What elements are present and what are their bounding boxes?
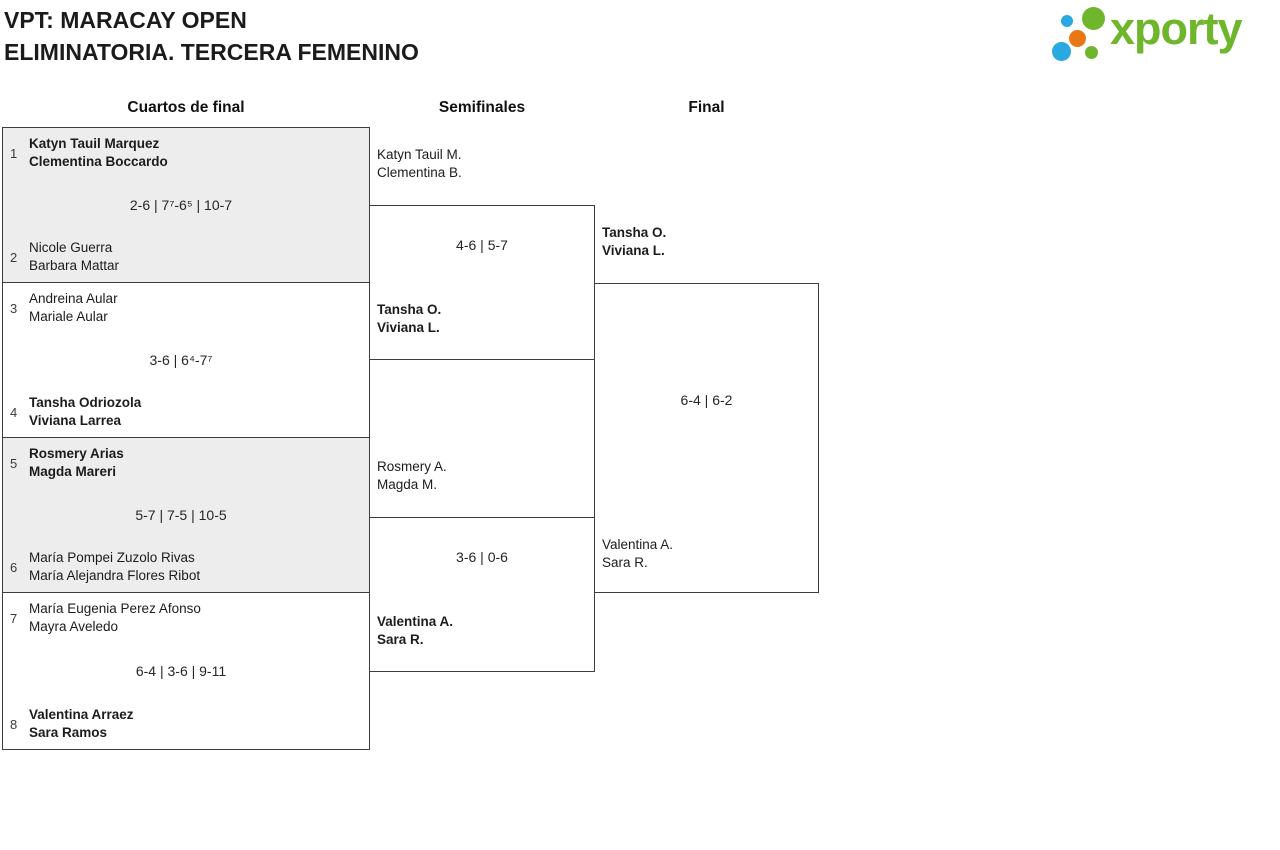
seed-number: 2 (10, 249, 18, 265)
player-name: Sara Ramos (29, 725, 108, 740)
seed-number: 7 (10, 610, 18, 626)
player-name: Mayra Aveledo (29, 619, 119, 634)
player-name: Valentina A. (602, 537, 674, 552)
seed-number: 1 (10, 145, 18, 161)
match-score: 6-4 | 6-2 (680, 392, 733, 408)
tournament-name: VPT: MARACAY OPEN (4, 7, 247, 33)
team-row: 1 Katyn Tauil Marquez Clementina Boccard… (3, 135, 359, 171)
round-header-semifinals: Semifinales (438, 99, 526, 116)
player-name: María Alejandra Flores Ribot (29, 568, 201, 583)
player-name: Viviana L. (602, 243, 665, 258)
player-name: Tansha O. (602, 225, 667, 240)
player-name: Magda M. (377, 477, 438, 492)
team-row: 4 Tansha Odriozola Viviana Larrea (3, 394, 359, 430)
team-name: María Pompei Zuzolo Rivas María Alejandr… (29, 549, 200, 585)
player-name: Valentina A. (377, 614, 454, 629)
xporty-logo[interactable]: xporty (1048, 0, 1280, 70)
player-name: Clementina Boccardo (29, 154, 168, 169)
round-header-quarterfinals: Cuartos de final (127, 99, 245, 116)
player-name: Andreina Aular (29, 291, 118, 306)
team-name: Rosmery A. Magda M. (377, 458, 447, 494)
player-name: Valentina Arraez (29, 707, 134, 722)
team-name: Nicole Guerra Barbara Mattar (29, 239, 119, 275)
team-row: 5 Rosmery Arias Magda Mareri (3, 445, 359, 481)
match-box-sf2 (369, 517, 595, 672)
match-score: 2-6 | 7⁷-6⁵ | 10-7 (129, 197, 233, 213)
team-row: 8 Valentina Arraez Sara Ramos (3, 706, 359, 742)
player-name: María Eugenia Perez Afonso (29, 601, 201, 616)
player-name: Nicole Guerra (29, 240, 113, 255)
logo-wordmark: xporty (1110, 3, 1243, 54)
player-name: Sara R. (377, 632, 424, 647)
player-name: Mariale Aular (29, 309, 108, 324)
round-header-final: Final (688, 99, 725, 116)
logo-dot-icon (1061, 15, 1073, 27)
team-row: 3 Andreina Aular Mariale Aular (3, 290, 359, 326)
team-name: Tansha Odriozola Viviana Larrea (29, 394, 141, 430)
player-name: Viviana L. (377, 320, 440, 335)
bracket-subtitle: ELIMINATORIA. TERCERA FEMENINO (4, 39, 419, 65)
match-box-qf4: 7 María Eugenia Perez Afonso Mayra Avele… (2, 592, 370, 750)
team-name: Rosmery Arias Magda Mareri (29, 445, 124, 481)
team-name: Tansha O. Viviana L. (602, 224, 666, 260)
player-name: Clementina B. (377, 165, 462, 180)
match-box-qf3: 5 Rosmery Arias Magda Mareri 5-7 | 7-5 |… (2, 437, 370, 593)
player-name: Rosmery Arias (29, 446, 124, 461)
logo-dot-icon (1085, 46, 1098, 59)
match-box-sf1 (369, 205, 595, 360)
player-name: Tansha Odriozola (29, 395, 142, 410)
team-name: Valentina Arraez Sara Ramos (29, 706, 134, 742)
logo-dot-icon (1069, 30, 1086, 47)
logo-dot-icon (1052, 42, 1071, 61)
player-name: Katyn Tauil Marquez (29, 136, 160, 151)
page-title: VPT: MARACAY OPEN ELIMINATORIA. TERCERA … (4, 4, 419, 68)
team-name: Tansha O. Viviana L. (377, 301, 441, 337)
match-score: 3-6 | 0-6 (456, 549, 508, 565)
player-name: Katyn Tauil M. (377, 147, 462, 162)
seed-number: 6 (10, 559, 18, 575)
team-name: Valentina A. Sara R. (377, 613, 453, 649)
match-score: 3-6 | 6⁴-7⁷ (149, 352, 213, 368)
match-score: 5-7 | 7-5 | 10-5 (135, 507, 227, 523)
match-score: 6-4 | 3-6 | 9-11 (135, 663, 227, 679)
match-box-qf1: 1 Katyn Tauil Marquez Clementina Boccard… (2, 127, 370, 283)
seed-number: 8 (10, 716, 18, 732)
team-name: Katyn Tauil M. Clementina B. (377, 146, 462, 182)
team-row: 7 María Eugenia Perez Afonso Mayra Avele… (3, 600, 359, 636)
team-row: 2 Nicole Guerra Barbara Mattar (3, 239, 359, 275)
player-name: Rosmery A. (377, 459, 447, 474)
team-name: Valentina A. Sara R. (602, 536, 673, 572)
player-name: Barbara Mattar (29, 258, 120, 273)
match-box-final (594, 283, 819, 593)
team-row: 6 María Pompei Zuzolo Rivas María Alejan… (3, 549, 359, 585)
team-name: Andreina Aular Mariale Aular (29, 290, 118, 326)
team-name: Katyn Tauil Marquez Clementina Boccardo (29, 135, 168, 171)
match-score: 4-6 | 5-7 (456, 237, 508, 253)
seed-number: 4 (10, 404, 18, 420)
logo-dot-icon (1082, 7, 1105, 30)
player-name: Viviana Larrea (29, 413, 122, 428)
player-name: María Pompei Zuzolo Rivas (29, 550, 195, 565)
seed-number: 5 (10, 455, 18, 471)
match-box-qf2: 3 Andreina Aular Mariale Aular 3-6 | 6⁴-… (2, 282, 370, 438)
team-name: María Eugenia Perez Afonso Mayra Aveledo (29, 600, 201, 636)
seed-number: 3 (10, 300, 18, 316)
player-name: Sara R. (602, 555, 648, 570)
player-name: Magda Mareri (29, 464, 117, 479)
player-name: Tansha O. (377, 302, 442, 317)
